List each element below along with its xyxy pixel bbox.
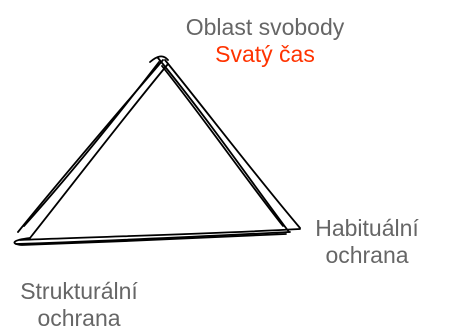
- triangle-edge-right-stroke: [157, 57, 290, 233]
- triangle-edge-right-stroke: [161, 65, 284, 227]
- right-vertex-label-line1: Habituální: [315, 215, 419, 241]
- right-vertex-label: Habituální ochrana: [292, 215, 442, 269]
- triangle-edge-right-stroke: [164, 59, 301, 229]
- right-vertex-label-line2: ochrana: [325, 242, 409, 268]
- triangle-edge-left-stroke: [23, 61, 160, 227]
- left-vertex-label-line2: ochrana: [37, 305, 121, 331]
- top-vertex-label: Oblast svobody Svatý čas: [130, 14, 400, 68]
- triangle-edge-bottom-stroke: [13, 233, 287, 246]
- triangle-edge-bottom-stroke: [15, 231, 291, 245]
- top-vertex-label-line2: Svatý čas: [215, 41, 315, 67]
- left-vertex-label: Strukturální ochrana: [4, 278, 154, 332]
- triangle-edge-left-stroke: [29, 63, 169, 239]
- top-vertex-label-line1: Oblast svobody: [185, 14, 345, 40]
- triangle-apex-flourish: [149, 55, 169, 63]
- left-vertex-label-line1: Strukturální: [20, 278, 138, 304]
- triangle-edge-bottom-stroke: [19, 228, 301, 241]
